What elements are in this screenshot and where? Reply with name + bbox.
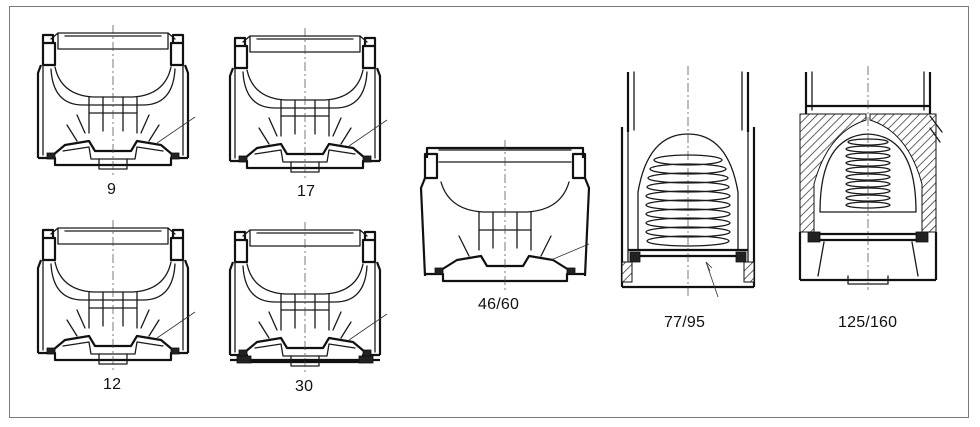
label-12: 12 — [103, 376, 122, 393]
valve-12-drawing — [36, 218, 197, 372]
label-125-160: 125/160 — [838, 314, 898, 331]
label-77-95: 77/95 — [664, 314, 706, 331]
valve-77-95-drawing — [620, 66, 756, 298]
label-17: 17 — [297, 183, 316, 200]
valve-30-drawing — [228, 220, 389, 374]
label-30: 30 — [295, 378, 314, 395]
valve-9-drawing — [36, 23, 197, 177]
label-46-60: 46/60 — [478, 296, 520, 313]
valve-46-60-drawing — [419, 140, 591, 290]
valve-17-drawing — [228, 26, 389, 180]
valve-125-160-drawing — [798, 66, 943, 290]
label-9: 9 — [107, 181, 117, 198]
